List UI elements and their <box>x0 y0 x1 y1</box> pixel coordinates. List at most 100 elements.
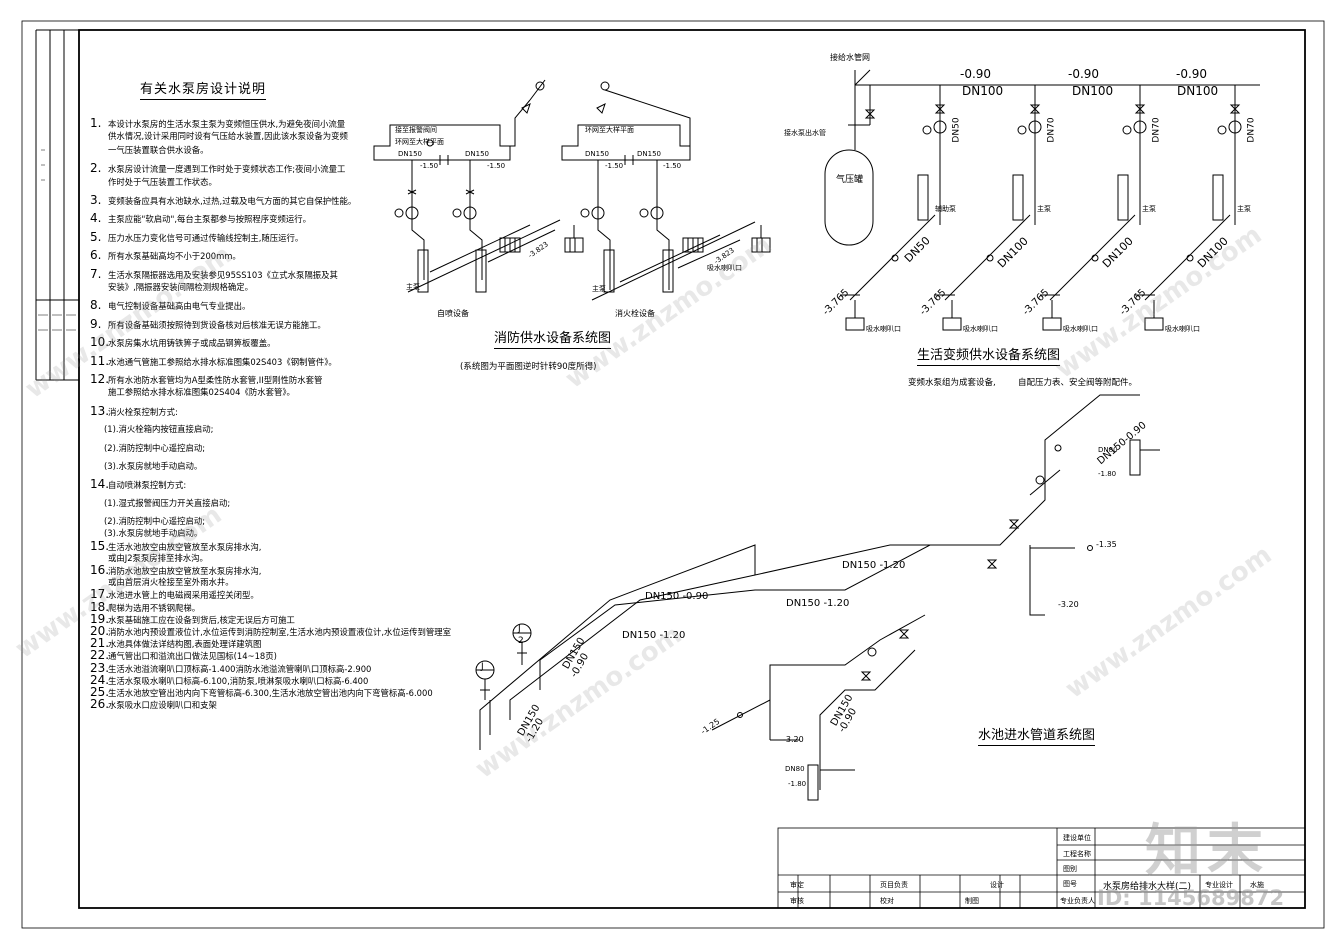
note-line: 17.水池进水管上的电磁阀采用遥控关闭型。 <box>90 588 259 601</box>
fire-suction-label: 吸水喇叭口 <box>707 264 742 272</box>
note-number: 8. <box>90 298 102 313</box>
note-line: (1).湿式报警阀压力开关直接启动; <box>104 498 230 509</box>
note-line: 21.水池具体做法详结构图,表面处理详建筑图 <box>90 637 262 650</box>
note-line: 施工参照给水排水标准图集02S404《防水套管》。 <box>108 387 295 398</box>
note-line: 13.消火栓泵控制方式: <box>90 403 178 418</box>
note-text: 所有水泵基础高均不小于200mm。 <box>108 251 241 262</box>
note-line: 22.通气管出口和溢流出口做法见国标(14~18页) <box>90 648 277 663</box>
note-line: 16.消防水池放空由放空管放至水泵房排水沟, <box>90 563 262 577</box>
note-number: 19. <box>90 611 110 626</box>
note-number: 11. <box>90 353 110 368</box>
note-number: 4. <box>90 211 102 226</box>
note-line: 或由J2泵泵房排至排水沟。 <box>108 553 208 564</box>
suction-bell-3: 吸水喇叭口 <box>1063 325 1098 333</box>
note-line: 4.主泵应能"软启动",每台主泵都参与按照程序变频运行。 <box>90 211 311 226</box>
inlet-pipe-label-3: DN150 -0.90 <box>645 591 709 602</box>
note-line: 或由首层消火栓接至室外雨水井。 <box>108 577 234 588</box>
note-text: 水池具体做法详结构图,表面处理详建筑图 <box>108 639 262 650</box>
inlet-dn80-lower: DN80 <box>785 765 805 773</box>
inlet-sub-level-upper: -1.80 <box>1098 470 1117 478</box>
fire-main-pump-a: 主泵 <box>406 283 420 291</box>
note-text: 生活水泵吸水喇叭口标高-6.100,消防泵,喷淋泵吸水喇叭口标高-6.400 <box>108 675 369 686</box>
living-level-3: -0.90 <box>1176 67 1208 81</box>
branch-dn-1: DN50 <box>951 117 962 143</box>
note-line: 6.所有水泵基础高均不小于200mm。 <box>90 249 241 262</box>
note-text: 所有设备基础须按照待到货设备核对后核准无误方能施工。 <box>108 319 326 330</box>
note-line: 作时处于气压装置工作状态。 <box>108 177 217 188</box>
note-text: 本设计水泵房的生活水泵主泵为变频恒压供水,为避免夜间小流量 <box>108 119 346 129</box>
tb-discipline-lead: 专业负责人 <box>1060 897 1095 905</box>
living-note-2: 自配压力表、安全阀等附配件。 <box>1018 378 1138 388</box>
living-system-diagram <box>824 69 1260 331</box>
fire-equipment-hydrant: 消火栓设备 <box>615 309 655 318</box>
note-number: 2. <box>90 161 102 176</box>
note-line: 20.消防水池内预设置液位计,水位运传到消防控制室,生活水池内预设置液位计,水位… <box>90 624 451 638</box>
note-text: 生活水池放空由放空管放至水泵房排水沟, <box>108 541 262 552</box>
tb-drafting: 制图 <box>965 897 979 905</box>
living-dn-1: DN100 <box>962 84 1004 98</box>
fire-dn150-d: DN150 <box>637 150 661 158</box>
note-text: 或由首层消火栓接至室外雨水井。 <box>108 577 234 588</box>
note-line: 3.变频装备应具有水池缺水,过热,过载及电气方面的其它自保护性能。 <box>90 194 357 207</box>
fire-dn150-c: DN150 <box>585 150 609 158</box>
note-line: 2.水泵房设计流量一度遇到工作时处于变频状态工作;夜间小流量工 <box>90 161 345 176</box>
fire-diagram-subtitle: (系统图为平面图逆时针转90度所得) <box>460 362 597 372</box>
pump-label-2: 主泵 <box>1037 205 1051 213</box>
note-text: 所有水池防水套管均为A型柔性防水套管,II型刚性防水套管 <box>108 375 323 385</box>
fire-equipment-sprinkler: 自喷设备 <box>437 309 469 318</box>
note-text: 或由J2泵泵房排至排水沟。 <box>108 552 208 563</box>
note-text: 生活水池溢流喇叭口顶标高-1.400消防水池溢流管喇叭口顶标高-2.900 <box>108 663 372 674</box>
note-line: (3).水泵房就地手动启动。 <box>104 461 202 472</box>
note-number: 12. <box>90 372 110 386</box>
fire-level-b: -1.50 <box>487 162 506 170</box>
fire-level-a: -1.50 <box>420 162 439 170</box>
fire-header-1b: 环网至大样平面 <box>395 138 444 146</box>
note-text: 自动喷淋泵控制方式: <box>108 480 187 491</box>
note-number: 1. <box>90 116 102 130</box>
note-line: 供水情况,设计采用同时设有气压给水装置,因此该水泵设备为变频 <box>108 131 348 142</box>
note-text: 消防水池放空由放空管放至水泵房排水沟, <box>108 566 262 576</box>
suction-bell-1: 吸水喇叭口 <box>866 325 901 333</box>
note-text: 供水情况,设计采用同时设有气压给水装置,因此该水泵设备为变频 <box>108 131 348 142</box>
note-line: 安装》,隔振器安装间隔检测规格确定。 <box>108 282 253 293</box>
title-block <box>777 827 1306 909</box>
note-number: 16. <box>90 563 110 577</box>
living-dn-2: DN100 <box>1072 84 1114 98</box>
suction-bell-2: 吸水喇叭口 <box>963 325 998 333</box>
tb-project-lead: 页目负责 <box>880 881 908 889</box>
note-number: 25. <box>90 685 110 699</box>
fire-diagram-title: 消防供水设备系统图 <box>494 327 612 349</box>
note-text: 水泵吸水口应设喇叭口和支架 <box>108 700 217 711</box>
note-text: 爬梯为选用不锈钢爬梯。 <box>108 602 201 613</box>
note-number: 22. <box>90 648 110 663</box>
note-text: 电气控制设备基础高由电气专业提出。 <box>108 301 251 312</box>
note-line: 12.所有水池防水套管均为A型柔性防水套管,II型刚性防水套管 <box>90 372 323 386</box>
marker-j2-num: 2 <box>518 636 524 646</box>
note-text: 施工参照给水排水标准图集02S404《防水套管》。 <box>108 387 295 398</box>
note-line: 8. 电气控制设备基础高由电气专业提出。 <box>90 298 251 313</box>
note-number: 23. <box>90 660 110 675</box>
note-number: 5. <box>90 229 102 244</box>
note-text: 消防水池内预设置液位计,水位运传到消防控制室,生活水池内预设置液位计,水位运传到… <box>108 627 451 637</box>
note-text: 变频装备应具有水池缺水,过热,过载及电气方面的其它自保护性能。 <box>108 196 357 206</box>
inlet-level-320: -3.20 <box>1058 600 1079 609</box>
fire-system-diagram <box>373 79 771 301</box>
note-text: (2).消防控制中心遥控启动; <box>104 516 206 527</box>
note-line: 18.爬梯为选用不锈钢爬梯。 <box>90 601 201 614</box>
note-number: 20. <box>90 624 110 638</box>
inlet-diagram-title: 水池进水管道系统图 <box>978 724 1096 746</box>
tb-client: 建设单位 <box>1063 834 1091 842</box>
drawing-title: 水泵房给排水大样(二) <box>1103 882 1192 892</box>
note-line: 15.生活水池放空由放空管放至水泵房排水沟, <box>90 540 262 553</box>
living-level-1: -0.90 <box>960 67 992 81</box>
note-text: 一气压装置联合供水设备。 <box>108 144 209 155</box>
fire-header-2: 环网至大样平面 <box>585 126 634 134</box>
living-diagram-title: 生活变频供水设备系统图 <box>917 344 1061 366</box>
note-line: 24.生活水泵吸水喇叭口标高-6.100,消防泵,喷淋泵吸水喇叭口标高-6.40… <box>90 674 369 687</box>
note-number: 13. <box>90 403 110 418</box>
fire-dn150-a: DN150 <box>398 150 422 158</box>
living-dn-3: DN100 <box>1177 84 1219 98</box>
tb-approve: 审定 <box>790 881 804 889</box>
note-line: 23.生活水池溢流喇叭口顶标高-1.400消防水池溢流管喇叭口顶标高-2.900 <box>90 660 372 675</box>
